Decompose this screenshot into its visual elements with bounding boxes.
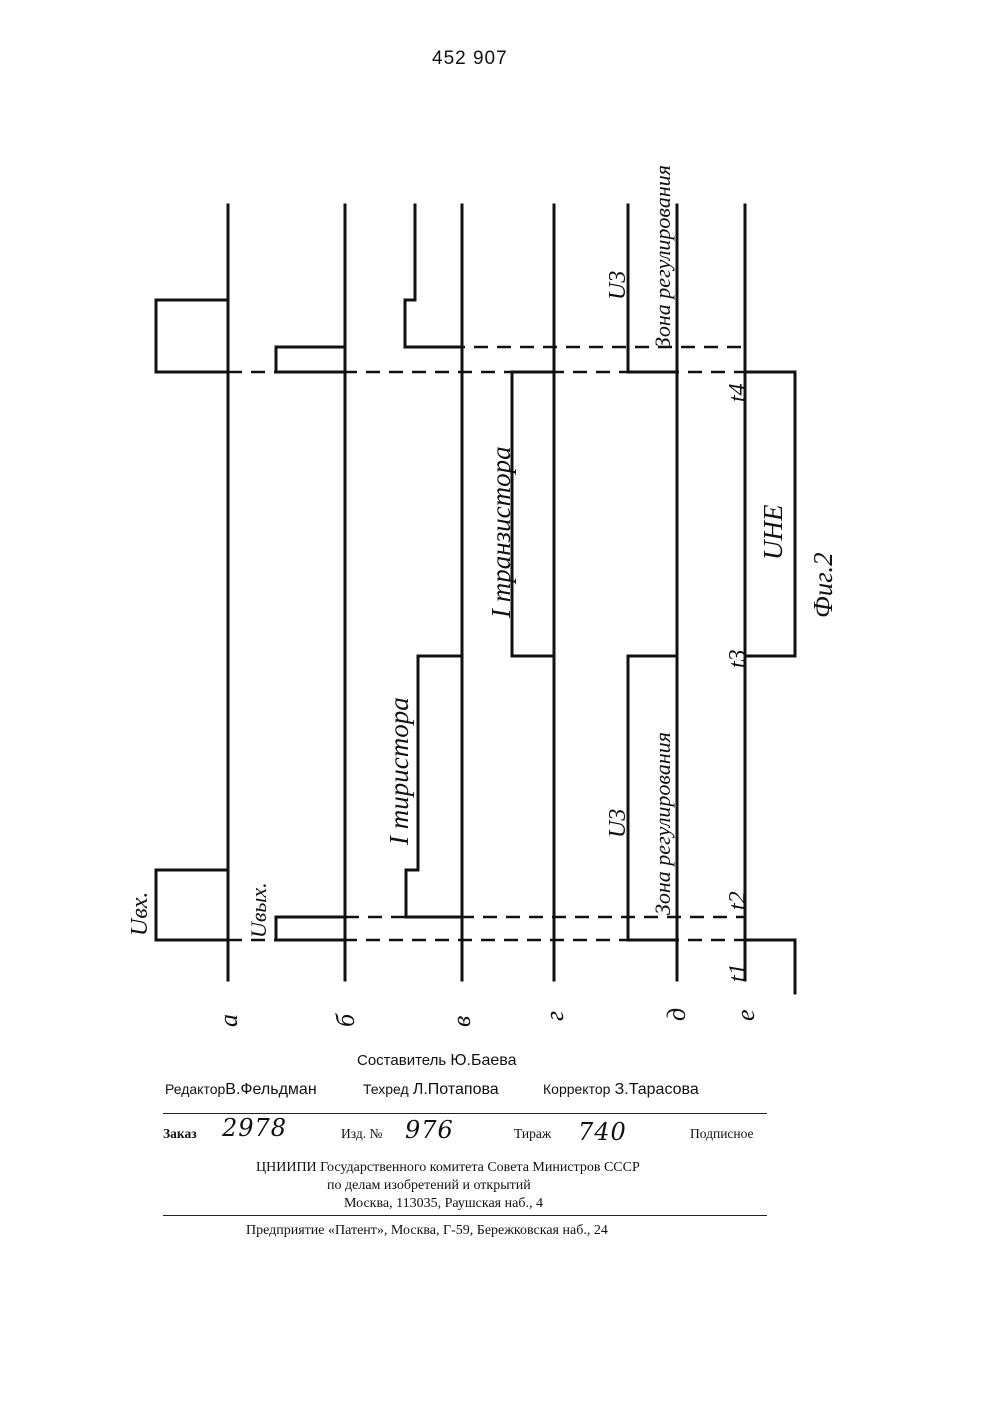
tirazh-value: 740	[578, 1118, 627, 1146]
time-mark-t2: t2	[725, 891, 752, 910]
techred-line: Техред Л.Потапова	[363, 1081, 499, 1099]
u-in-pulse-bottom	[156, 870, 228, 940]
label-zone-top: Зона регулирования	[650, 165, 676, 348]
label-u-ne: UНЕ	[758, 505, 789, 561]
row-letter-d: д	[662, 1008, 692, 1021]
label-u3-top: U3	[605, 271, 632, 300]
label-u3-bottom: U3	[605, 809, 632, 838]
u-out-pulse-bottom	[276, 917, 345, 940]
figure-caption: Фиг.2	[808, 552, 839, 618]
podpisnoe: Подписное	[690, 1126, 754, 1142]
row-letter-v: в	[447, 1016, 477, 1027]
u-in-pulse-top	[156, 300, 228, 372]
time-mark-t4: t4	[725, 383, 752, 402]
u-ne-trace-end	[745, 940, 795, 993]
time-mark-t1: t1	[725, 963, 752, 982]
i-transistor-trace	[512, 372, 554, 656]
editor-line: РедакторВ.Фельдман	[165, 1081, 317, 1099]
composer-label: Составитель	[357, 1052, 446, 1069]
label-u-in: Uвх.	[127, 892, 154, 936]
corrector-name: З.Тарасова	[615, 1081, 699, 1098]
izd-value: 976	[405, 1116, 454, 1144]
row-letter-g: г	[540, 1011, 570, 1021]
corrector-line: Корректор З.Тарасова	[543, 1081, 699, 1099]
label-zone-bottom: Зона регулирования	[650, 732, 676, 915]
row-letter-b: б	[331, 1014, 361, 1027]
label-i-transistor: I транзистора	[486, 446, 517, 618]
order-label: Заказ	[163, 1126, 197, 1142]
publisher-line3: Москва, 113035, Раушская наб., 4	[344, 1196, 543, 1212]
time-mark-t3: t3	[725, 649, 752, 668]
publisher-line2: по делам изобретений и открытий	[327, 1178, 531, 1194]
row-letter-e: е	[731, 1009, 761, 1021]
techred-name: Л.Потапова	[413, 1081, 499, 1098]
i-thyristor-trace-top	[405, 205, 462, 347]
row-letter-a: а	[214, 1014, 244, 1027]
tirazh-label: Тираж	[514, 1126, 551, 1142]
composer-name: Ю.Баева	[450, 1052, 516, 1069]
printer-line: Предприятие «Патент», Москва, Г-59, Бере…	[246, 1223, 608, 1239]
publisher-line1: ЦНИИПИ Государственного комитета Совета …	[256, 1160, 640, 1176]
izd-label: Изд. №	[341, 1126, 382, 1142]
order-value: 2978	[222, 1114, 287, 1142]
label-i-thyristor: I тиристора	[384, 697, 415, 845]
techred-label: Техред	[363, 1081, 409, 1097]
label-u-out: Uвых.	[246, 882, 272, 938]
editor-name: В.Фельдман	[225, 1081, 316, 1098]
composer-line: Составитель Ю.Баева	[357, 1052, 516, 1070]
u-out-pulse-top	[276, 347, 345, 372]
corrector-label: Корректор	[543, 1081, 610, 1097]
editor-label: Редактор	[165, 1081, 225, 1097]
rule-bottom	[163, 1215, 767, 1216]
